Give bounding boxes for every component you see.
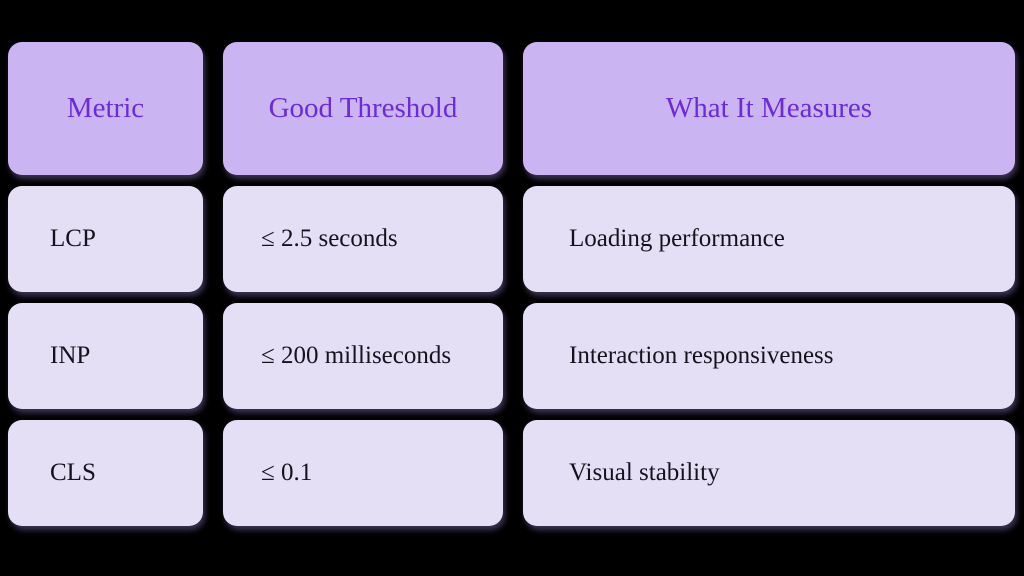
cell-cls-metric: CLS	[50, 459, 96, 486]
table-row-inp-measures: Interaction responsiveness	[523, 303, 1015, 409]
header-cell-metric: Metric	[8, 42, 203, 175]
table-row-inp-metric: INP	[8, 303, 203, 409]
cell-lcp-metric: LCP	[50, 225, 96, 252]
table-row-inp-threshold: ≤ 200 milliseconds	[223, 303, 503, 409]
header-label-good-threshold: Good Threshold	[268, 92, 458, 124]
cell-inp-metric: INP	[50, 342, 91, 369]
table-row-lcp-metric: LCP	[8, 186, 203, 292]
cell-inp-measures: Interaction responsiveness	[569, 342, 834, 369]
table-row-lcp-measures: Loading performance	[523, 186, 1015, 292]
table-row-cls-metric: CLS	[8, 420, 203, 526]
table-row-lcp-threshold: ≤ 2.5 seconds	[223, 186, 503, 292]
cell-inp-threshold: ≤ 200 milliseconds	[261, 342, 452, 369]
cell-lcp-measures: Loading performance	[569, 225, 785, 252]
cell-cls-threshold: ≤ 0.1	[261, 459, 313, 486]
metrics-grid: Metric Good Threshold What It Measures L…	[8, 42, 1015, 526]
table-row-cls-threshold: ≤ 0.1	[223, 420, 503, 526]
header-label-what-it-measures: What It Measures	[665, 92, 873, 124]
header-label-metric: Metric	[66, 92, 145, 124]
cell-cls-measures: Visual stability	[569, 459, 720, 486]
header-cell-what-it-measures: What It Measures	[523, 42, 1015, 175]
header-cell-good-threshold: Good Threshold	[223, 42, 503, 175]
table-row-cls-measures: Visual stability	[523, 420, 1015, 526]
cell-lcp-threshold: ≤ 2.5 seconds	[261, 225, 398, 252]
